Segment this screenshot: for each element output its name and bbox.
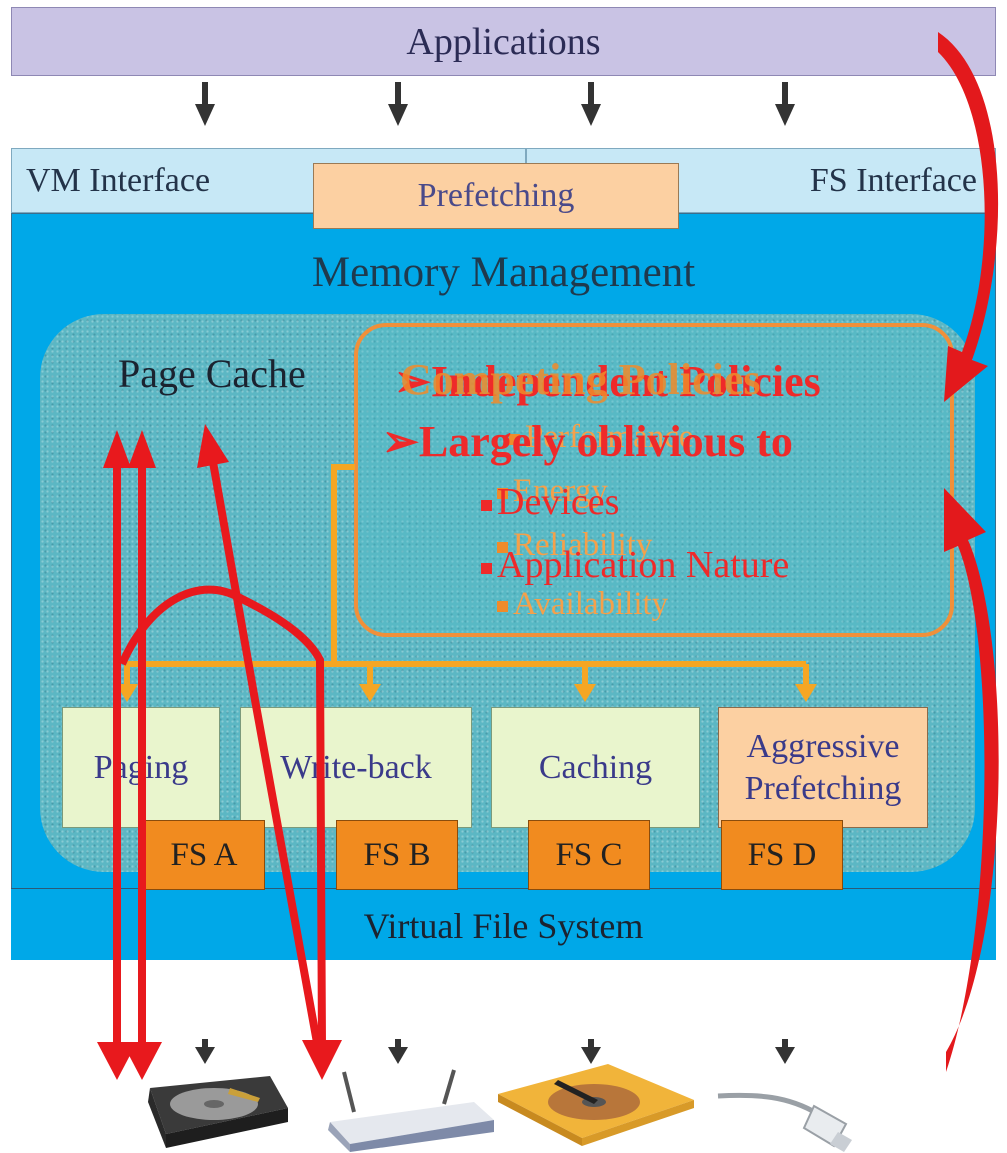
fs-a-label: FS A [170,836,238,873]
down-arrow-icon [359,684,381,702]
up-arrow-icon [197,424,229,468]
down-arrow-icon [195,82,215,126]
square-bullet-icon [497,541,508,553]
reliability-text: Reliability [497,527,652,564]
prefetching-module-label: Prefetching [744,769,902,807]
competing-policies-label: Competing Policies [400,355,761,404]
fs-d-box: FS D [721,820,843,890]
aggressive-label: Aggressive [746,728,900,766]
page-cache-label: Page Cache [118,351,306,396]
down-arrow-icon [302,1040,342,1080]
applications-label: Applications [406,20,601,63]
fs-c-label: FS C [555,836,623,873]
competing-policies-text: Competing Policies [400,354,761,405]
write-back-label: Write-back [280,748,432,786]
fs-device-arrows [195,1039,795,1064]
devices-text: Devices [481,480,619,524]
down-arrow-icon [581,82,601,126]
up-arrow-icon [103,430,131,468]
vm-interface-label: VM Interface [26,161,211,199]
square-bullet-icon [509,433,520,445]
energy-label: Energy [513,473,608,509]
reliability-label: Reliability [513,527,653,563]
hard-disk-icon [148,1076,288,1148]
oblivious-text: ➢Largely oblivious to [382,416,793,467]
square-bullet-icon [481,562,492,574]
performance-text: Performance [509,419,694,456]
fs-b-label: FS B [363,836,431,873]
policy-connector-heads [116,684,817,702]
virtual-file-system-label: Virtual File System [363,906,644,946]
fs-d-label: FS D [747,836,817,873]
independent-policies-label: Independent Policies [430,357,821,406]
policy-connectors [124,464,809,686]
down-arrow-icon [775,82,795,126]
right-curved-arrows [938,32,999,1072]
application-nature-text: Application Nature [481,543,789,587]
io-red-arrowheads [97,424,342,1080]
aggressive-prefetching-module: Aggressive Prefetching [718,707,928,828]
curved-arrow-icon [938,32,999,402]
open-hard-drive-icon [498,1064,694,1146]
down-arrow-icon [388,1039,408,1064]
policy-callout-box [354,323,954,637]
down-arrow-icon [195,1039,215,1064]
down-arrow-icon [122,1042,162,1080]
application-nature-label: Application Nature [497,544,790,586]
write-back-module: Write-back [240,707,472,828]
availability-label: Availability [513,586,669,622]
down-arrow-icon [574,684,596,702]
down-arrow-icon [795,684,817,702]
oblivious-label: Largely oblivious to [418,417,793,466]
fs-a-box: FS A [143,820,265,890]
memory-management-title: Memory Management [311,249,696,296]
arrow-bullet-icon: ➢ [394,357,431,406]
arrow-bullet-icon: ➢ [382,417,419,466]
wireless-router-icon [328,1069,494,1152]
independent-policies-text: ➢Independent Policies [394,356,821,407]
fs-interface-label: FS Interface [809,161,977,199]
vm-interface-box: VM Interface [11,148,526,213]
availability-text: Availability [497,586,668,623]
down-arrow-icon [581,1039,601,1064]
virtual-file-system-band [11,888,996,960]
fs-b-box: FS B [336,820,458,890]
curved-arrow-icon [944,488,999,1072]
down-arrow-icon [388,82,408,126]
prefetching-box: Prefetching [313,163,679,229]
square-bullet-icon [497,487,508,499]
caching-label: Caching [538,748,653,786]
prefetching-label: Prefetching [417,177,575,214]
up-arrow-icon [128,430,156,468]
performance-label: Performance [525,419,694,455]
down-arrow-icon [116,684,138,702]
caching-module: Caching [491,707,700,828]
io-red-arrows [113,461,326,1049]
devices-label: Devices [497,481,620,523]
network-cable-icon [717,1092,852,1152]
application-arrows [195,82,795,126]
energy-text: Energy [497,473,608,510]
square-bullet-icon [497,600,508,612]
fs-c-box: FS C [528,820,650,890]
square-bullet-icon [481,499,492,511]
applications-bar: Applications [11,7,996,76]
down-arrow-icon [775,1039,795,1064]
